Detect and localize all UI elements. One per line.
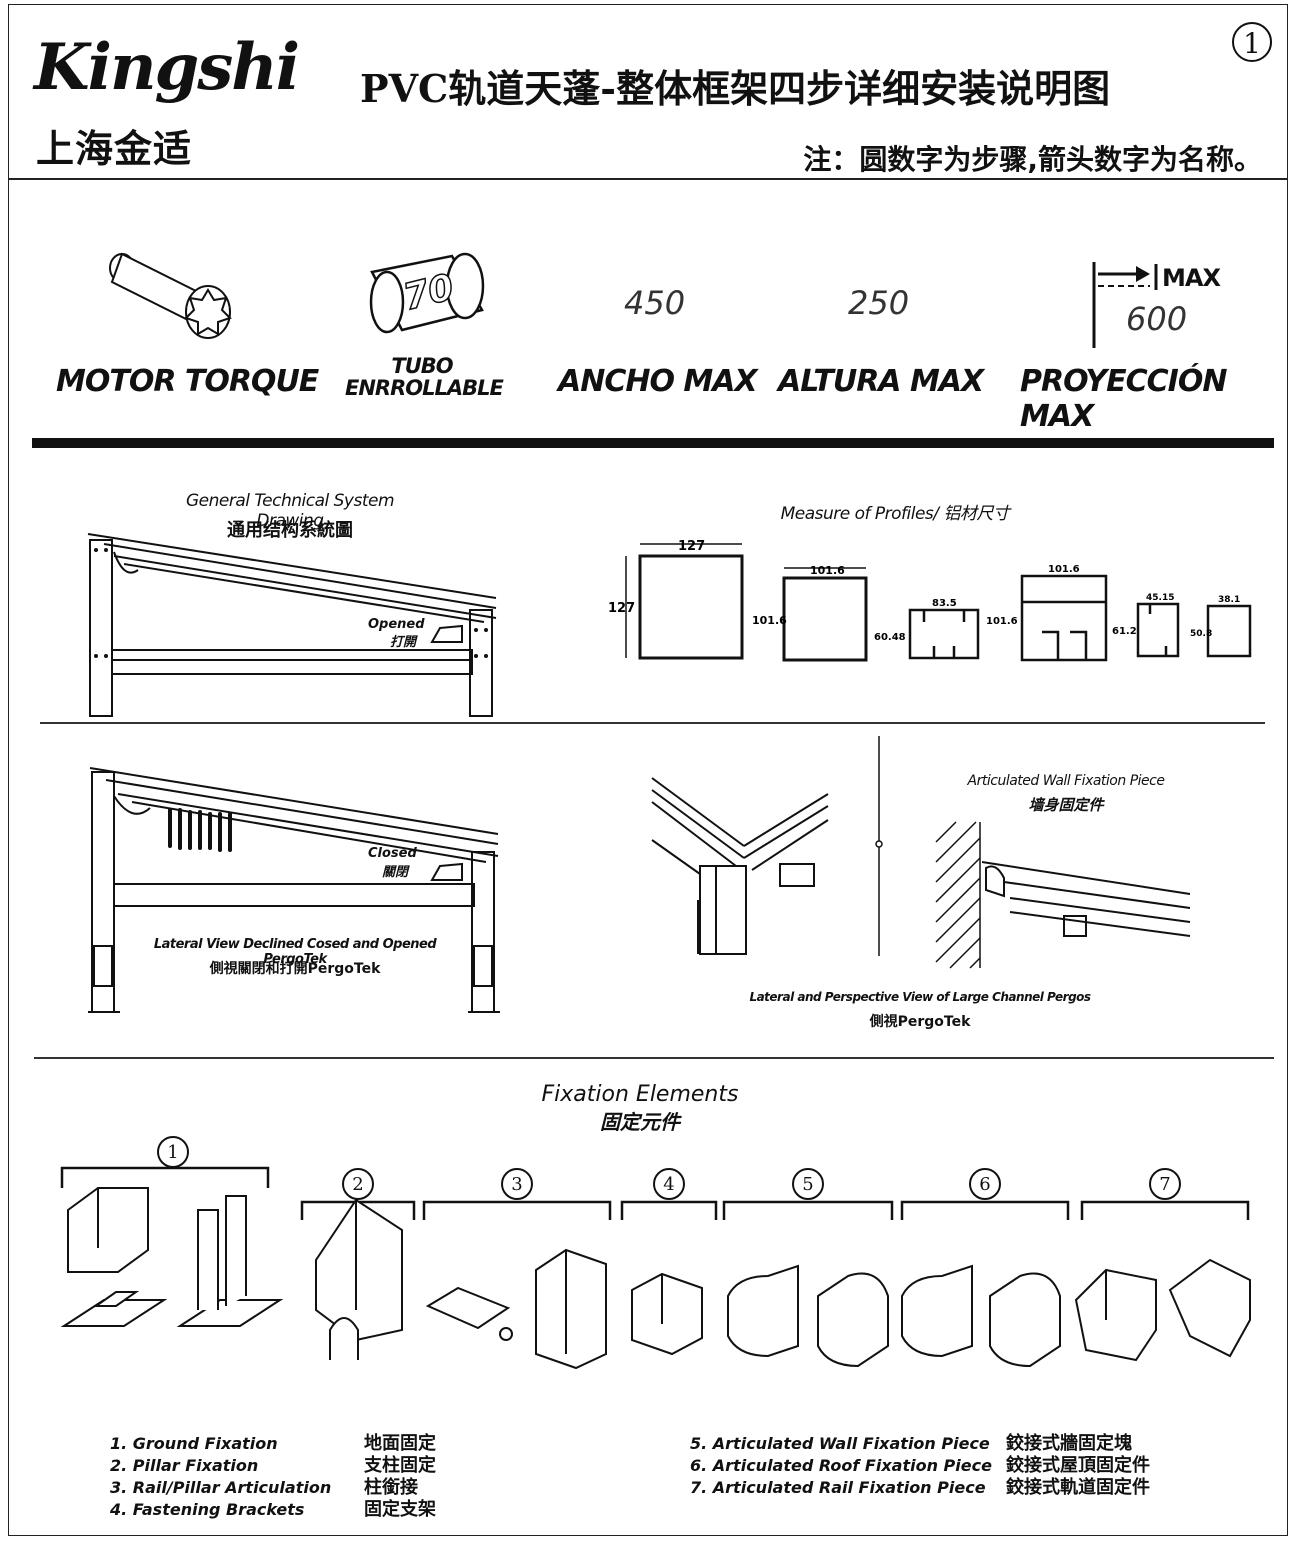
step-6: 6 (979, 1174, 990, 1195)
profile-1-height: 127 (608, 601, 635, 616)
profile-6-width: 38.1 (1218, 595, 1240, 605)
profile-1-width: 127 (678, 539, 705, 554)
legend-item-pillar-cn: 支柱固定 (364, 1455, 436, 1476)
projection-arrow-icon (1092, 262, 1158, 348)
profile-4-width: 101.6 (1048, 564, 1080, 575)
fixation-title: Fixation Elements (541, 1082, 739, 1107)
legend-item-roof: 6. Articulated Roof Fixation Piece (690, 1456, 992, 1475)
step-7: 7 (1159, 1174, 1170, 1195)
step-3: 3 (511, 1174, 522, 1195)
step-5: 5 (802, 1174, 813, 1195)
perspective-title-cn: 側視PergoTek (869, 1014, 971, 1030)
profile-6: 38.1 50.8 (1190, 595, 1252, 658)
profile-2: 101.6 101.6 (752, 564, 868, 662)
profile-5-height: 61.2 (1112, 626, 1137, 637)
wall-piece-title: Articulated Wall Fixation Piece (967, 773, 1165, 789)
legend-left-cn: 地面固定 支柱固定 柱銜接 固定支架 (364, 1433, 436, 1521)
legend-item-roof-cn: 鉸接式屋頂固定件 (1006, 1455, 1150, 1476)
header-divider (8, 178, 1288, 180)
legend-right-cn: 鉸接式牆固定塊 鉸接式屋頂固定件 鉸接式軌道固定件 (1006, 1433, 1150, 1499)
profile-3: 83.5 60.48 (874, 598, 980, 660)
profile-5-width: 45.15 (1146, 593, 1174, 603)
closed-label: Closed (368, 846, 417, 861)
tube-label-1: TUBO (391, 354, 453, 378)
legend-item-ground: 1. Ground Fixation (110, 1434, 278, 1453)
section-divider-thick (32, 438, 1274, 448)
legend-item-brackets: 4. Fastening Brackets (110, 1500, 305, 1519)
fixation-brackets: 1 2 3 4 5 6 7 (60, 1136, 1251, 1370)
section-separator (875, 736, 883, 956)
wall-piece-title-cn: 墙身固定件 (1028, 796, 1104, 814)
step-2: 2 (352, 1174, 363, 1195)
legend-item-ground-cn: 地面固定 (364, 1433, 436, 1454)
projection-max: MAX (1162, 264, 1221, 292)
legend-item-wall: 5. Articulated Wall Fixation Piece (690, 1434, 990, 1453)
tube-label-2: ENRROLLABLE (345, 376, 504, 400)
lateral-view-title-cn: 側視關閉和打開PergoTek (209, 961, 381, 977)
legend-item-rail: 7. Articulated Rail Fixation Piece (690, 1478, 986, 1497)
profile-6-height: 50.8 (1190, 629, 1212, 639)
opened-label-cn: 打開 (390, 635, 417, 650)
profile-1: 127 127 (608, 539, 744, 660)
projection-value: 600 (1126, 300, 1188, 338)
profile-4: 101.6 101.6 (986, 564, 1108, 662)
legend-item-wall-cn: 鉸接式牆固定塊 (1006, 1433, 1132, 1454)
legend-item-brackets-cn: 固定支架 (364, 1499, 436, 1520)
tube-icon: 70 (369, 252, 485, 334)
section-divider-1 (40, 722, 1265, 724)
lateral-view-title: Lateral View Declined Cosed and Opened P… (153, 937, 437, 967)
logo-wordmark: Kingshi (34, 30, 300, 105)
general-drawing-title: General Technical System Drawing (185, 491, 395, 531)
legend-right: 5. Articulated Wall Fixation Piece 6. Ar… (690, 1433, 992, 1499)
general-system-drawing (87, 533, 497, 717)
profile-5: 45.15 61.2 (1112, 593, 1180, 658)
logo-chinese: 上海金适 (36, 127, 193, 171)
lateral-view-drawing (88, 767, 500, 1013)
legend-item-articulation: 3. Rail/Pillar Articulation (110, 1478, 332, 1497)
profile-2-height: 101.6 (752, 614, 787, 627)
profile-4-height: 101.6 (986, 616, 1018, 627)
section-divider-2 (34, 1057, 1274, 1059)
opened-label: Opened (368, 617, 425, 632)
legend-left: 1. Ground Fixation 2. Pillar Fixation 3.… (110, 1433, 331, 1521)
legend-note: 注：圆数字为步骤,箭头数字为名称。 (803, 143, 1262, 176)
width-label: ANCHO MAX (558, 364, 758, 399)
perspective-drawing (651, 777, 829, 955)
closed-label-cn: 關閉 (382, 865, 409, 880)
drawing-frame (8, 4, 1288, 1536)
profile-3-height: 60.48 (874, 632, 906, 643)
motor-label: MOTOR TORQUE (56, 364, 319, 399)
profile-3-width: 83.5 (932, 598, 957, 609)
page-title: PVC轨道天蓬-整体框架四步详细安装说明图 (360, 66, 1111, 111)
profile-2-width: 101.6 (810, 564, 845, 577)
height-value: 250 (848, 284, 910, 322)
legend-item-articulation-cn: 柱銜接 (364, 1477, 418, 1498)
perspective-title: Lateral and Perspective View of Large Ch… (749, 990, 1091, 1004)
fixation-title-cn: 固定元件 (600, 1110, 680, 1134)
width-value: 450 (624, 284, 686, 322)
wall-fixation-detail (935, 821, 1191, 969)
step-1: 1 (167, 1142, 178, 1163)
legend-item-rail-cn: 鉸接式軌道固定件 (1006, 1477, 1150, 1498)
profiles-title: Measure of Profiles/ 铝材尺寸 (780, 504, 1010, 524)
general-drawing-title-cn: 通用结构系統圖 (227, 520, 353, 541)
sheet-number: 1 (1232, 22, 1272, 62)
projection-label: PROYECCIÓN MAX (1020, 364, 1227, 434)
legend-item-pillar: 2. Pillar Fixation (110, 1456, 259, 1475)
motor-icon (109, 252, 232, 339)
height-label: ALTURA MAX (778, 364, 984, 399)
step-4: 4 (663, 1174, 674, 1195)
